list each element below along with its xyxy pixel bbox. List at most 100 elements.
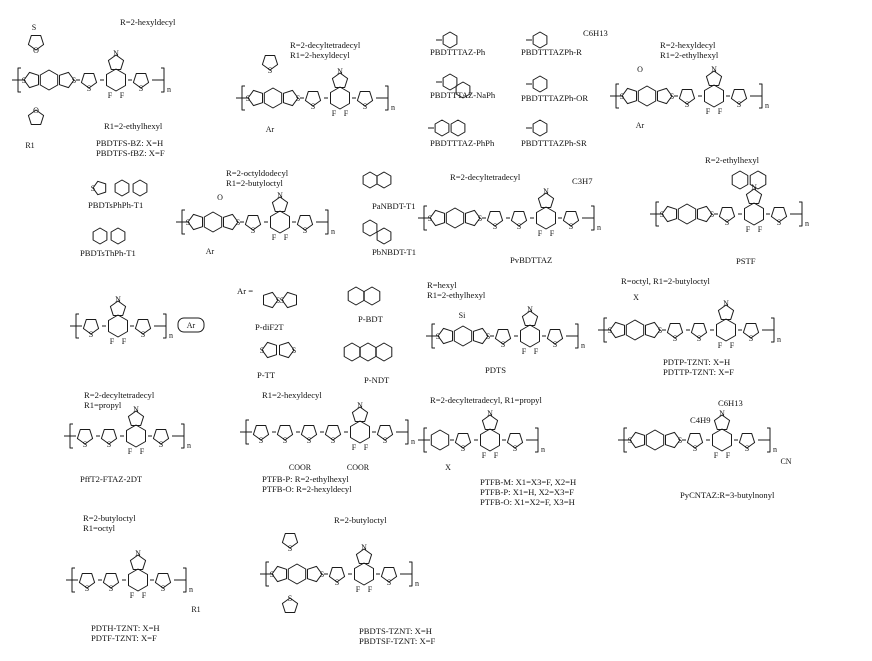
bracket-right <box>591 205 595 231</box>
f-atom: F <box>120 91 125 100</box>
heteroatom: S <box>268 66 272 75</box>
f-atom: F <box>534 347 539 356</box>
heteroatom: S <box>749 334 753 343</box>
heteroatom: S <box>72 76 76 85</box>
side-furan-ring <box>27 109 45 125</box>
n-atom: N <box>277 191 283 200</box>
heteroatom: S <box>186 218 190 227</box>
heteroatom: S <box>725 218 729 227</box>
thiophene-ring <box>380 567 398 583</box>
thiophene-ring <box>283 89 299 107</box>
thiophene-ring <box>244 215 262 231</box>
ar-label: Ar <box>636 121 645 130</box>
side-phenyl <box>442 73 458 91</box>
p6-sub-r1: R1=2-butyloctyl <box>226 178 283 188</box>
benzotriazole-ring <box>744 202 764 226</box>
triazole-ring <box>127 410 145 426</box>
bracket-right <box>575 323 579 349</box>
thiophene-ring <box>645 321 661 339</box>
heteroatom: S <box>461 444 465 453</box>
p7-c3h7: C3H7 <box>572 176 593 186</box>
thiophene-ring <box>307 565 323 583</box>
f-atom: F <box>272 233 277 242</box>
p3-c6h13: C6H13 <box>583 28 608 38</box>
s-atom: S <box>32 23 36 32</box>
thiophene-ring <box>187 213 203 231</box>
bdt-ring <box>363 286 381 306</box>
thiophene-ring <box>473 327 489 345</box>
p5-a: PBDTsPhPh-T1 <box>88 200 144 210</box>
heteroatom: S <box>478 214 482 223</box>
benzotriazole-ring <box>716 318 736 342</box>
heteroatom: S <box>283 436 287 445</box>
heteroatom: S <box>161 584 165 593</box>
thiophene-ring <box>730 89 748 105</box>
benzotriazole-ring <box>354 562 374 586</box>
p15-c6h13: C6H13 <box>718 398 743 408</box>
thiophene-ring <box>690 323 708 339</box>
heteroatom: S <box>141 330 145 339</box>
triazole-ring <box>481 414 499 430</box>
benzotriazole-ring <box>536 206 556 230</box>
side-phenyl <box>455 81 471 99</box>
heteroatom: S <box>363 102 367 111</box>
p8-label: PSTF <box>736 256 756 266</box>
side-phenyl <box>442 31 458 49</box>
heteroatom: S <box>697 334 701 343</box>
heteroatom: S <box>303 226 307 235</box>
p3-ph: PBDTTTAZ-Ph <box>430 47 486 57</box>
thiophene-ring <box>506 433 524 449</box>
p10-sub-r: R=hexyl <box>427 280 457 290</box>
p10-sub-r1: R1=2-ethylhexyl <box>427 290 486 300</box>
f-atom: F <box>726 451 731 460</box>
n-atom: N <box>527 305 533 314</box>
p14-label-m: PTFB-M: X1=X3=F, X2=H <box>480 477 577 487</box>
p12-sub-r1: R1=propyl <box>84 400 122 410</box>
f-atom: F <box>522 347 527 356</box>
triazole-ring <box>129 554 147 570</box>
p16-sub-r1: R1=octyl <box>83 523 116 533</box>
bracket-right <box>385 85 389 111</box>
p3-ph-or: PBDTTTAZPh-OR <box>521 93 589 103</box>
x-atom: X <box>633 293 639 302</box>
p6-sub-r: R=2-octyldodecyl <box>226 168 289 178</box>
heteroatom: S <box>501 340 505 349</box>
n-atom: N <box>337 67 343 76</box>
heteroatom: S <box>486 332 490 341</box>
bracket-right <box>771 317 775 343</box>
f-atom: F <box>550 229 555 238</box>
n-atom: N <box>719 409 725 418</box>
bracket-right <box>405 419 409 445</box>
thiophene-ring <box>742 323 760 339</box>
heteroatom: S <box>276 296 280 305</box>
spiro-ring <box>749 170 767 190</box>
side-phenyl <box>532 31 548 49</box>
heteroatom: S <box>236 218 240 227</box>
bracket-right <box>183 567 187 593</box>
f-atom: F <box>538 229 543 238</box>
benzene-ring <box>645 429 665 451</box>
f-atom: F <box>284 233 289 242</box>
thiophene-ring <box>686 433 704 449</box>
thiophene-ring <box>252 425 270 441</box>
bracket-right <box>181 423 185 449</box>
bracket-right <box>759 83 763 109</box>
triazole-ring <box>537 192 555 208</box>
thiophene-ring <box>247 89 263 107</box>
n-atom: N <box>543 187 549 196</box>
side-phenyl <box>532 119 548 137</box>
bdt-ring <box>347 286 365 306</box>
repeat-n: n <box>391 103 395 112</box>
benzene-ring <box>453 325 473 347</box>
triazole-ring <box>331 72 349 88</box>
repeat-n: n <box>777 335 781 344</box>
heteroatom: S <box>513 444 517 453</box>
p6-pa: PaNBDT-T1 <box>372 201 416 211</box>
ar-label: Ar <box>187 321 196 330</box>
benzotriazole-ring <box>128 568 148 592</box>
heteroatom: S <box>260 346 264 355</box>
repeat-n: n <box>411 437 415 446</box>
heteroatom: S <box>628 436 632 445</box>
benzotriazole-ring <box>126 424 146 448</box>
